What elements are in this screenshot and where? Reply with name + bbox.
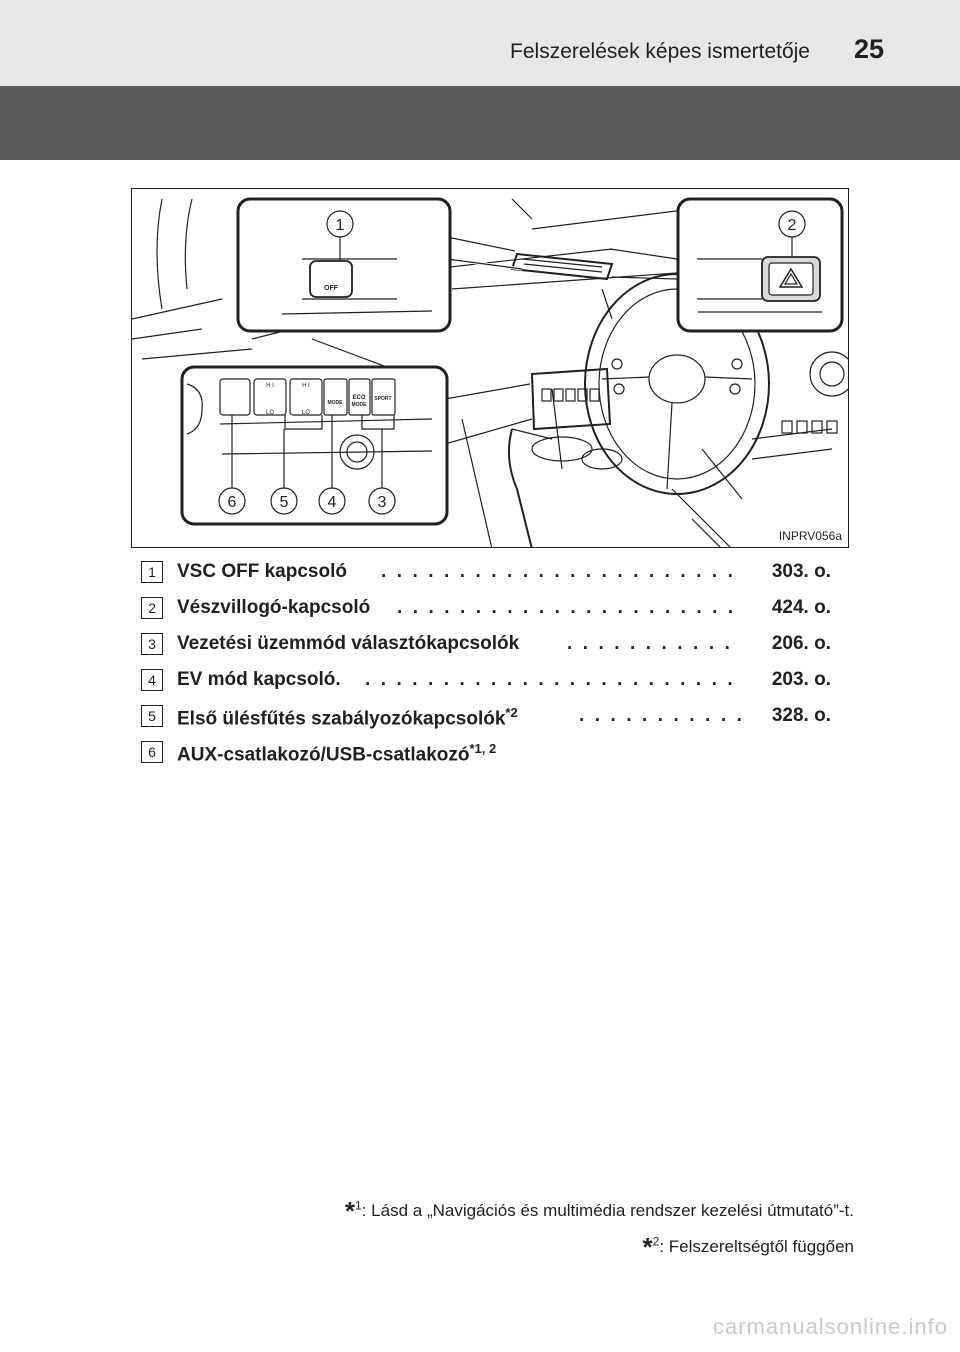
- ev-mode-label: MODE: [328, 400, 344, 406]
- header-band: Felszerelések képes ismertetője 25: [0, 0, 960, 86]
- list-item: 4 EV mód kapcsoló. . . . . . . . . . . .…: [141, 664, 831, 700]
- item-label: VSC OFF kapcsoló: [177, 561, 347, 582]
- chapter-title: Felszerelések képes ismertetője: [510, 40, 810, 63]
- footnote-1: *1: Lásd a „Navigációs és multimédia ren…: [344, 1196, 854, 1226]
- page-number: 25: [853, 34, 884, 64]
- footnote-mark: *1, 2: [469, 741, 497, 756]
- footnote-2: *2: Felszereltségtől függően: [642, 1232, 854, 1262]
- section-bar: [0, 86, 960, 160]
- list-item: 2 Vészvillogó-kapcsoló . . . . . . . . .…: [141, 592, 831, 628]
- footnote-mark: *2: [505, 705, 518, 720]
- off-label: OFF: [324, 285, 339, 292]
- item-number: 4: [141, 669, 163, 691]
- eco-label: ECO: [352, 395, 365, 401]
- dashboard-illustration: OFF H I LO H I LO MODE: [131, 188, 849, 548]
- item-label: Első ülésfűtés szabályozókapcsolók*2: [177, 705, 518, 730]
- callout-1: 1: [336, 217, 345, 234]
- item-number: 1: [141, 561, 163, 583]
- list-item: 1 VSC OFF kapcsoló . . . . . . . . . . .…: [141, 556, 831, 592]
- item-number: 5: [141, 705, 163, 727]
- item-label: EV mód kapcsoló.: [177, 669, 341, 690]
- page-reference[interactable]: 303. o.: [771, 561, 831, 582]
- sport-label: SPORT: [374, 396, 391, 402]
- seat-heater-lo-right: LO: [302, 410, 310, 416]
- list-item: 6 AUX-csatlakozó/USB-csatlakozó*1, 2: [141, 736, 831, 772]
- dot-leader: . . . . . . . . . . . . . . . . . . . . …: [397, 597, 741, 618]
- eco-mode-label: MODE: [352, 402, 368, 408]
- item-label: AUX-csatlakozó/USB-csatlakozó*1, 2: [177, 741, 497, 766]
- dashboard-drawing: OFF H I LO H I LO MODE: [132, 197, 848, 547]
- callout-4: 4: [328, 494, 337, 511]
- item-label: Vezetési üzemmód választókapcsolók: [177, 633, 520, 654]
- item-number: 3: [141, 633, 163, 655]
- callout-6: 6: [228, 494, 237, 511]
- dot-leader: . . . . . . . . . . . . . . . . . . . . …: [567, 633, 741, 654]
- item-label: Vészvillogó-kapcsoló: [177, 597, 371, 618]
- dot-leader: . . . . . . . . . . . . . . . . . . . . …: [579, 705, 741, 726]
- page-reference[interactable]: 424. o.: [771, 597, 831, 618]
- callout-2: 2: [788, 217, 797, 234]
- feature-list: 1 VSC OFF kapcsoló . . . . . . . . . . .…: [141, 556, 831, 772]
- list-item: 3 Vezetési üzemmód választókapcsolók . .…: [141, 628, 831, 664]
- callout-5: 5: [280, 494, 289, 511]
- dot-leader: . . . . . . . . . . . . . . . . . . . . …: [381, 561, 741, 582]
- item-number: 6: [141, 741, 163, 763]
- page-reference[interactable]: 328. o.: [771, 705, 831, 726]
- page-reference[interactable]: 203. o.: [771, 669, 831, 690]
- list-item: 5 Első ülésfűtés szabályozókapcsolók*2 .…: [141, 700, 831, 736]
- seat-heater-lo-left: LO: [266, 410, 274, 416]
- callout-3: 3: [378, 494, 387, 511]
- watermark: carmanualsonline.info: [712, 1314, 948, 1339]
- item-number: 2: [141, 597, 163, 619]
- page-reference[interactable]: 206. o.: [771, 633, 831, 654]
- seat-heater-hi-right: H I: [302, 383, 310, 389]
- seat-heater-hi-left: H I: [266, 383, 274, 389]
- image-code: INPRV056a: [778, 529, 842, 543]
- dot-leader: . . . . . . . . . . . . . . . . . . . . …: [365, 669, 741, 690]
